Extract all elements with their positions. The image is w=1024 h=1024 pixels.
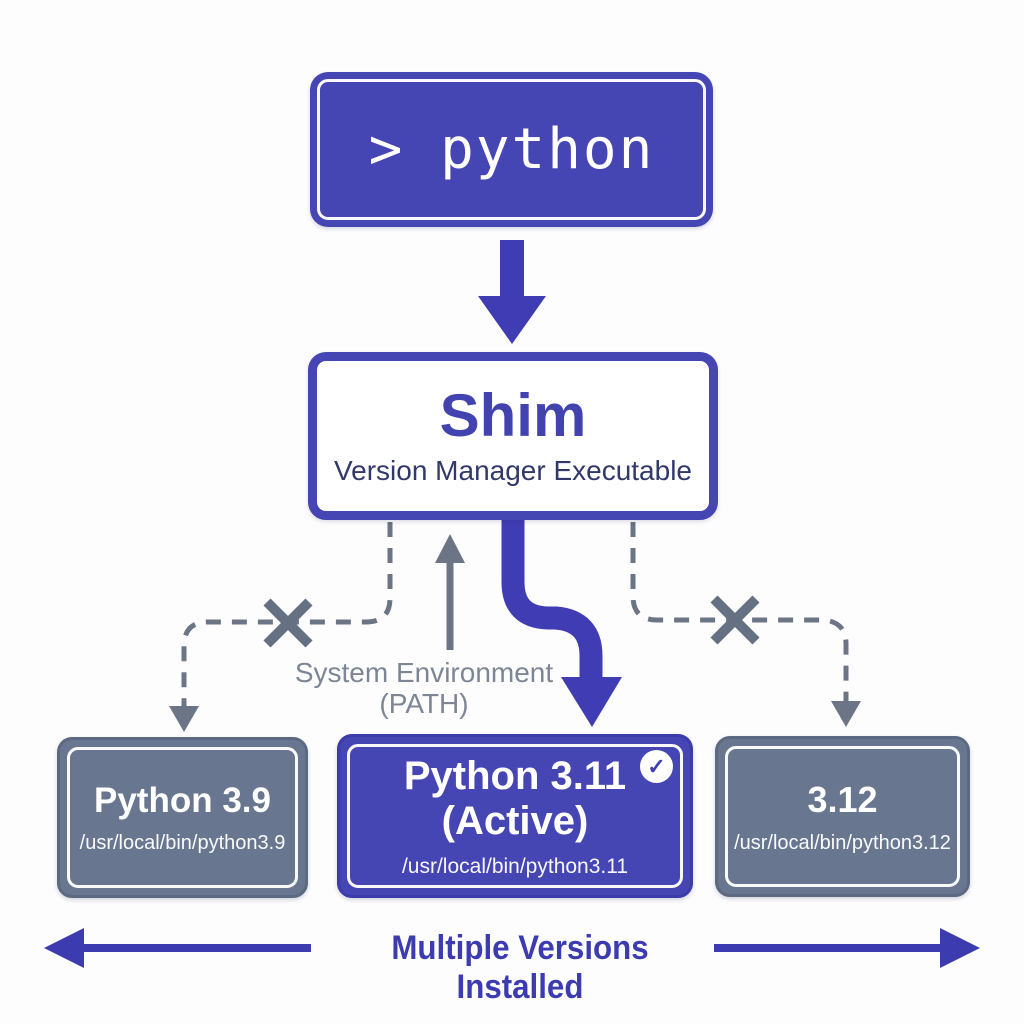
footer-left-arrow-icon — [44, 928, 311, 968]
env-label-line2: (PATH) — [379, 687, 469, 719]
version-path: /usr/local/bin/python3.12 — [734, 831, 951, 854]
system-environment-path-label: System Environment (PATH) — [264, 657, 584, 720]
footer-label: Multiple Versions Installed — [391, 929, 649, 1006]
version-path: /usr/local/bin/python3.11 — [401, 854, 629, 878]
blocked-x-icon-left — [263, 598, 313, 648]
shim-subtitle: Version Manager Executable — [334, 454, 692, 486]
active-check-badge: ✓ — [640, 750, 673, 783]
blocked-path-python312 — [630, 522, 861, 727]
footer-right-arrow-icon — [714, 928, 980, 968]
version-box-python312: 3.12 /usr/local/bin/python3.12 — [715, 736, 970, 897]
version-title: 3.12 — [807, 778, 878, 820]
env-label-line1: System Environment — [294, 657, 554, 688]
version-box-python39: Python 3.9 /usr/local/bin/python3.9 — [57, 737, 308, 898]
shim-box: Shim Version Manager Executable — [308, 352, 718, 520]
shim-to-active-arrow-icon — [501, 518, 622, 727]
version-title: Python 3.9 — [94, 780, 271, 820]
python-command-text: > python — [368, 117, 655, 182]
version-box-python311-active: ✓ Python 3.11 (Active) /usr/local/bin/py… — [337, 734, 693, 898]
version-path: /usr/local/bin/python3.9 — [79, 831, 286, 854]
command-to-shim-arrow-icon — [478, 240, 546, 344]
blocked-x-icon-right — [710, 595, 760, 645]
version-title: Python 3.11 (Active) — [403, 753, 627, 843]
shim-title: Shim — [439, 381, 587, 449]
path-lookup-up-arrow-icon — [435, 534, 465, 650]
python-command-box: > python — [310, 72, 713, 227]
check-icon: ✓ — [647, 753, 666, 779]
